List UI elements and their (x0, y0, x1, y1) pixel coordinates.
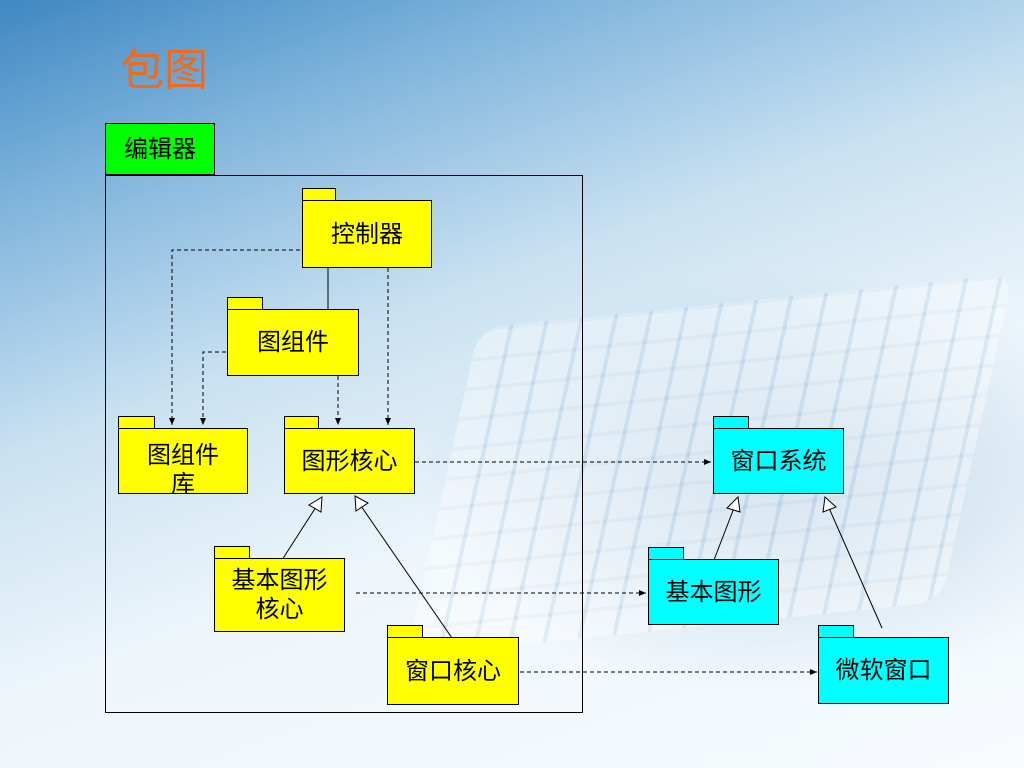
basic-graph-package[interactable]: 基本图形 (648, 559, 779, 625)
window-system-package[interactable]: 窗口系统 (713, 428, 844, 494)
slide-title: 包图 (120, 45, 208, 96)
basic-graph-core-package[interactable]: 基本图形 核心 (214, 558, 345, 632)
dep-controller-to-lib (169, 249, 300, 425)
gen-window-core-to-core (360, 505, 453, 639)
editor-package-tab[interactable]: 编辑器 (105, 123, 215, 175)
gen-basic-core-to-core (281, 506, 317, 561)
window-core-package[interactable]: 窗口核心 (387, 637, 519, 705)
graph-component-package[interactable]: 图组件 (227, 309, 359, 376)
controller-package[interactable]: 控制器 (302, 200, 432, 268)
editor-package-frame (105, 175, 583, 713)
dep-component-to-lib (200, 351, 226, 425)
gen-ms-window-to-window-system (828, 507, 883, 629)
ms-window-package[interactable]: 微软窗口 (818, 637, 949, 704)
gen-basic-graph-to-window-system (713, 507, 735, 561)
graph-component-lib-package[interactable]: 图组件 库 (118, 428, 248, 494)
graph-core-package[interactable]: 图形核心 (284, 428, 415, 494)
